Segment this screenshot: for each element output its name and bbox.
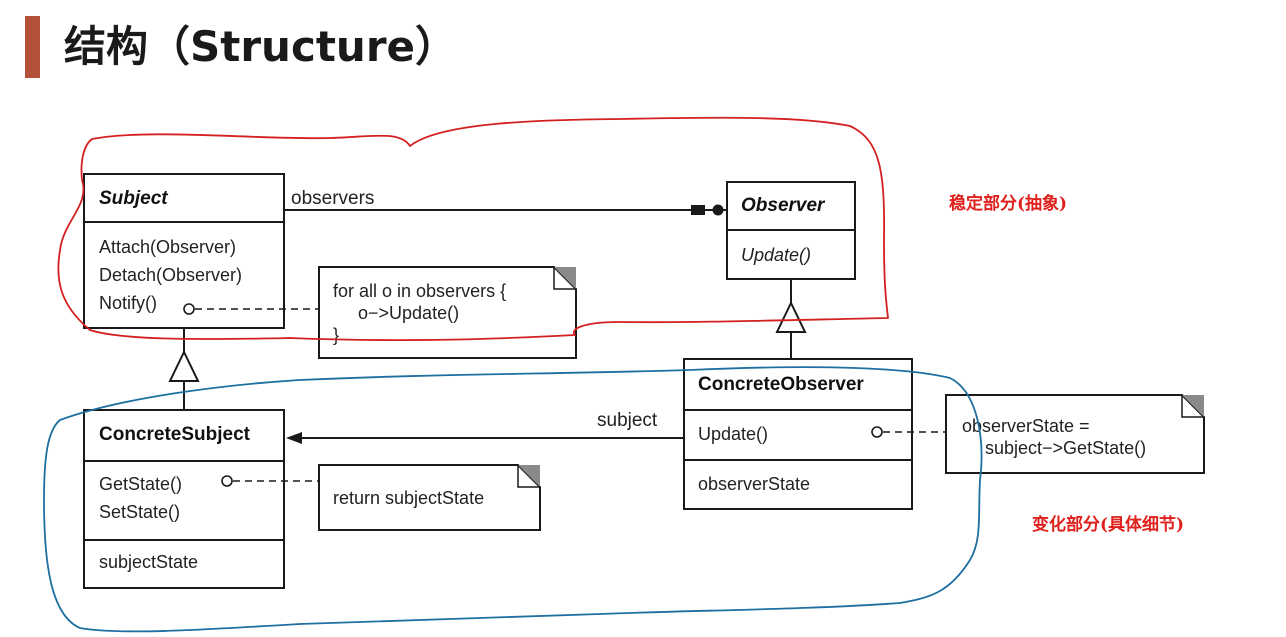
changing-part-outline [43,366,983,633]
class-concrete-observer-name: ConcreteObserver [698,374,864,395]
annotation-changing-part: 变化部分(具体细节) [1032,515,1185,535]
note-get-state-line-1: return subjectState [333,488,484,508]
note-update-line-2: subject−>GetState() [985,438,1146,458]
note-update: observerState = subject−>GetState() [945,394,1205,474]
association-subject: subject [286,410,684,444]
note-update-line-1: observerState = [962,416,1090,436]
note-notify: for all o in observers { o−>Update() } [318,266,577,359]
subject-method-detach: Detach(Observer) [99,265,242,285]
class-concrete-subject-name: ConcreteSubject [99,424,251,445]
subject-method-attach: Attach(Observer) [99,237,236,257]
concrete-observer-method-update: Update() [698,424,768,444]
class-concrete-subject: ConcreteSubject GetState() SetState() su… [83,409,285,589]
class-subject-name: Subject [99,188,168,209]
note-notify-line-2: o−>Update() [358,303,459,323]
class-observer: Observer Update() [726,181,856,280]
concrete-subject-method-getstate: GetState() [99,474,182,494]
stable-part-outline [57,116,889,342]
connector-notify-note [183,303,319,315]
annotation-stable-part: 稳定部分(抽象) [949,194,1068,214]
title-accent-bar [25,16,40,78]
class-observer-name: Observer [741,195,826,216]
association-observers-label: observers [291,188,374,209]
association-observers: observers [284,188,727,216]
note-get-state: return subjectState [318,464,541,531]
class-subject: Subject Attach(Observer) Detach(Observer… [83,173,285,329]
concrete-subject-method-setstate: SetState() [99,502,180,522]
observer-method-update: Update() [741,245,811,265]
page-title: 结构（Structure） [64,22,458,71]
inheritance-subject [168,328,200,410]
connector-getstate-note [221,475,319,487]
association-subject-label: subject [597,410,658,431]
subject-method-notify: Notify() [99,293,157,313]
concrete-subject-attr-state: subjectState [99,552,198,572]
inheritance-observer [775,279,807,359]
concrete-observer-attr-state: observerState [698,474,810,494]
note-notify-line-1: for all o in observers { [333,281,506,301]
note-notify-line-3: } [333,325,339,345]
connector-update-note [871,426,946,438]
